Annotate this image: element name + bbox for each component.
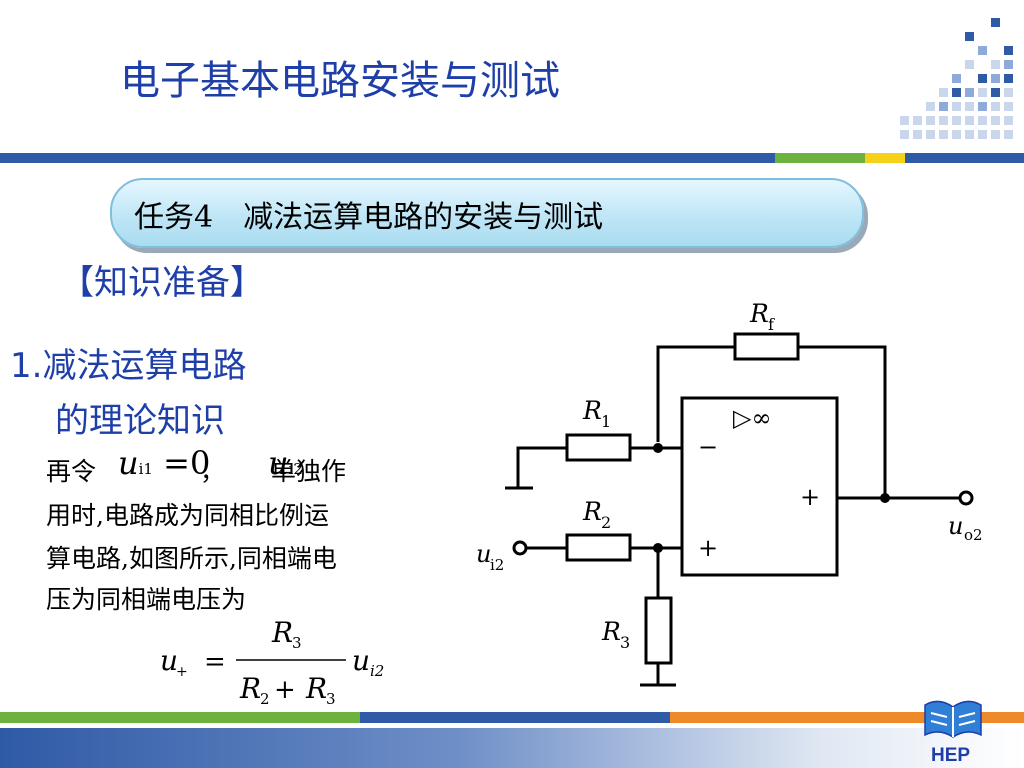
opamp-plus-out: + — [800, 483, 820, 511]
footer-band — [0, 712, 1024, 768]
subtitle-line-2: 的理论知识 — [55, 401, 225, 441]
junction-r3 — [653, 543, 663, 553]
junction-output — [880, 493, 890, 503]
resistor-r2 — [565, 533, 632, 562]
opamp-symbol: ▷∞ — [733, 404, 771, 432]
svg-text:i2: i2 — [370, 662, 384, 680]
svg-text:f: f — [768, 315, 775, 334]
label-r2: R — [582, 497, 602, 526]
ui2-expression: ui2 — [268, 444, 303, 482]
formula-denominator-plus: + — [274, 675, 296, 705]
formula-rhs: u — [352, 644, 370, 677]
section-label: 【知识准备】 — [60, 263, 264, 303]
opamp-plus-in: + — [698, 534, 718, 562]
feedback-wire-right — [798, 345, 887, 498]
task-title: 任务4 减法运算电路的安装与测试 — [134, 200, 604, 235]
task-banner — [110, 178, 864, 248]
formula-numerator: R — [271, 616, 293, 649]
formula-lhs: u — [160, 644, 178, 677]
opamp-minus: − — [698, 433, 718, 461]
decorative-pixel-grid — [900, 18, 1013, 139]
body-line-1-suffix: 单独作 — [271, 457, 347, 486]
svg-text:+: + — [176, 664, 188, 680]
formula-denominator-a: R — [239, 672, 261, 705]
body-line-2: 用时,电路成为同相比例运 — [46, 501, 329, 530]
opamp-box — [680, 396, 839, 577]
feedback-wire-left — [656, 345, 735, 442]
page-title: 电子基本电路安装与测试 — [120, 58, 560, 104]
body-line-1-mid: ， — [200, 457, 226, 486]
svg-text:i2: i2 — [490, 556, 504, 574]
svg-text:2: 2 — [260, 690, 270, 708]
svg-text:1: 1 — [601, 412, 611, 431]
ui1-expression: ui1 =0 — [118, 444, 211, 482]
subtractor-circuit-diagram: R f R 1 R 2 R 3 ▷∞ − + + u o2 u i2 — [476, 299, 983, 687]
label-ui2: u — [476, 540, 491, 568]
body-line-3: 算电路,如图所示,同相端电 — [46, 544, 337, 573]
svg-text:3: 3 — [620, 633, 630, 652]
hep-logo-text: HEP — [931, 745, 971, 766]
label-rf: R — [749, 299, 769, 328]
body-line-1-prefix: 再令 — [46, 457, 97, 486]
label-r1: R — [582, 396, 602, 425]
hep-logo — [924, 700, 982, 738]
resistor-r1 — [565, 433, 632, 462]
formula-eq: = — [204, 647, 226, 677]
formula: u + = R 3 R 2 + R 3 u i2 — [160, 616, 384, 708]
junction-feedback — [653, 443, 663, 453]
body-line-1: 再令 ， 单独作 — [46, 452, 346, 488]
body-line-4: 压为同相端电压为 — [46, 585, 247, 614]
label-r3: R — [601, 617, 621, 646]
ground-wire-1 — [516, 446, 567, 488]
svg-text:o2: o2 — [964, 526, 983, 544]
subtitle-line-1: 1.减法运算电路 — [10, 346, 247, 386]
label-uo2: u — [948, 512, 963, 540]
formula-denominator-b: R — [305, 672, 327, 705]
svg-text:2: 2 — [601, 513, 611, 532]
svg-text:3: 3 — [292, 634, 302, 652]
svg-text:3: 3 — [326, 690, 336, 708]
header-divider-band — [0, 153, 1024, 163]
resistor-rf — [733, 332, 800, 361]
resistor-r3 — [644, 596, 673, 665]
output-terminal — [958, 490, 974, 506]
input2-terminal — [512, 540, 528, 556]
